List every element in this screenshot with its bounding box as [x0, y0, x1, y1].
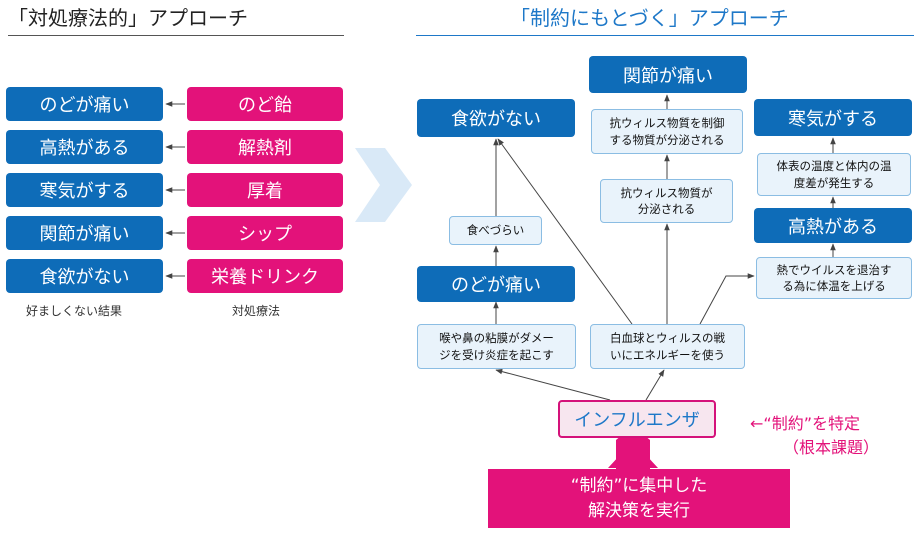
symptom-box: のどが痛い — [6, 87, 163, 121]
symptoms-caption: 好ましくない結果 — [26, 304, 123, 318]
cause-temp-diff: 体表の温度と体内の温 度差が発生する — [757, 153, 911, 196]
cause-wbc: 白血球とウィルスの戦 いにエネルギーを使う — [590, 324, 745, 369]
right-title-rule — [416, 35, 914, 36]
symptom-box: 寒気がする — [6, 173, 163, 207]
transition-arrow — [355, 148, 412, 222]
remedy-box: シップ — [187, 216, 343, 250]
symptom-box: 食欲がない — [6, 259, 163, 293]
outcome-chills: 寒気がする — [754, 99, 912, 136]
arrow-wbc-appetite — [497, 138, 633, 325]
symptom-box: 高熱がある — [6, 130, 163, 164]
outcome-fever: 高熱がある — [754, 208, 912, 243]
left-title-rule — [8, 35, 344, 36]
left-title: 「対処療法的」アプローチ — [8, 6, 248, 30]
cause-hard-to-eat: 食べづらい — [449, 216, 542, 245]
remedy-box: 栄養ドリンク — [187, 259, 343, 293]
remedies-caption: 対処療法 — [232, 304, 281, 318]
cause-antiviral: 抗ウィルス物質が 分泌される — [600, 179, 733, 223]
remedy-box: のど飴 — [187, 87, 343, 121]
outcome-joint: 関節が痛い — [589, 56, 747, 93]
outcome-appetite: 食欲がない — [417, 99, 575, 137]
symptom-box: 関節が痛い — [6, 216, 163, 250]
right-title: 「制約にもとづく」アプローチ — [510, 6, 789, 30]
arrow-influenza-wbc — [645, 369, 665, 401]
action-box: “制約”に集中した 解決策を実行 — [488, 469, 790, 528]
cause-mucosa: 喉や鼻の粘膜がダメー ジを受け炎症を起こす — [417, 324, 576, 369]
arrow-influenza-mucosa — [495, 368, 611, 401]
remedy-box: 解熱剤 — [187, 130, 343, 164]
root-note-identify: ←“制約”を特定 — [750, 414, 860, 433]
root-influenza: インフルエンザ — [558, 400, 716, 438]
root-note-root-issue: （根本課題） — [783, 438, 880, 457]
cause-raise-temp: 熱でウイルスを退治す る為に体温を上げる — [756, 257, 912, 299]
cause-antiviral-control: 抗ウィルス物質を制御 する物質が分泌される — [591, 109, 743, 154]
arrow-wbc-raisetemp — [699, 273, 755, 325]
remedy-box: 厚着 — [187, 173, 343, 207]
outcome-throat: のどが痛い — [417, 266, 575, 302]
